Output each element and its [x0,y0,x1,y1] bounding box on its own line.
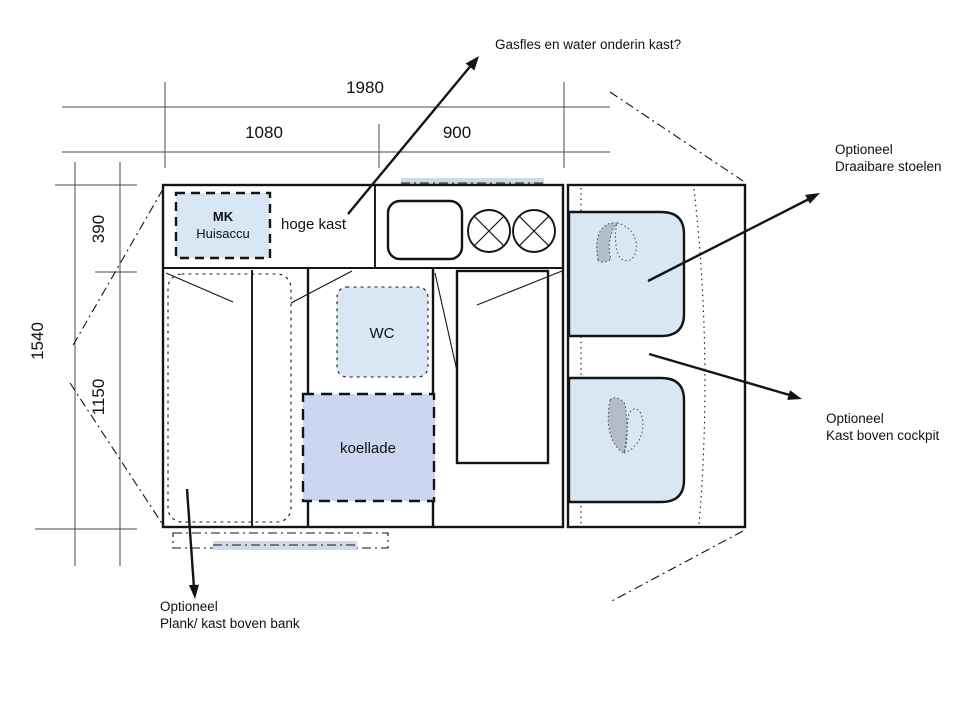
seat-top-rotation-arrow-band [596,222,618,263]
seat-bottom-rotation-arrow-band [607,397,628,454]
arrow-seats-note-head [805,193,820,204]
toilet-label: WC [370,325,395,342]
swing-line-bench-right [290,270,353,304]
arrow-bench-note-head [189,584,199,599]
arrow-gas-note [347,62,474,215]
burner-right-cross-2 [518,215,550,247]
dim-label-390: 390 [89,215,108,243]
gas-note-label: Gasfles en water onderin kast? [495,37,681,52]
swing-line-table-left [434,272,458,372]
battery-label-huisaccu: Huisaccu [196,226,249,241]
cab-area [566,183,747,529]
front-outline-bottom [609,530,744,603]
dim-label-900: 900 [443,123,471,142]
windshield-line [693,188,706,526]
dim-label-1080: 1080 [245,123,283,142]
seats-note-line1: Optioneel [835,142,893,157]
bench-note-line2: Plank/ kast boven bank [160,616,300,631]
battery-box-rect [174,191,272,260]
swing-line-table-right [476,270,563,306]
kitchen-block [386,199,556,261]
seats-note-line2: Draaibare stoelen [835,159,942,174]
swing-line-bench-left [165,272,234,303]
dim-label-1150: 1150 [89,379,108,416]
arrow-bench-note [185,488,196,589]
arrow-seats-note [647,196,812,283]
swivel-seat-top [567,210,686,338]
cockpit-note-line2: Kast boven cockpit [826,428,940,443]
windows [172,178,544,550]
table [455,269,550,465]
annotation-texts: Gasfles en water onderin kast? Optioneel… [160,37,942,631]
dimension-lines: 1980 1080 900 390 1150 1540 [28,78,610,566]
toilet-box: WC [336,286,429,378]
fridge-rect [301,392,436,503]
cockpit-note-line1: Optioneel [826,411,884,426]
arrow-cockpit-note-head [787,390,802,400]
fridge-box: koellade [301,392,436,503]
arrow-gas-note-head [465,56,479,71]
annotation-arrows [185,56,820,599]
toilet-rect [336,286,429,378]
tall-cabinet-label: hoge kast [281,216,347,233]
sink [386,199,464,261]
seat-bottom-rotation-arrow-loop [623,408,644,454]
burner-left-cross-2 [473,215,505,247]
seat-top-rotation-arrow-loop [615,222,637,262]
rear-outline-bottom [69,382,164,526]
dim-label-1980: 1980 [346,78,384,97]
bench-note-line1: Optioneel [160,599,218,614]
arrow-cockpit-note [648,352,794,398]
battery-box: MK Huisaccu [174,191,272,260]
vehicle-outline [69,91,744,603]
front-outline-top [609,91,744,182]
fridge-label: koellade [340,440,396,457]
dim-label-1540: 1540 [28,322,47,360]
door-swing-lines [165,270,563,372]
bench-shelf-outline [167,273,292,523]
rear-outline-top [71,188,164,348]
battery-label-mk: MK [213,209,234,224]
